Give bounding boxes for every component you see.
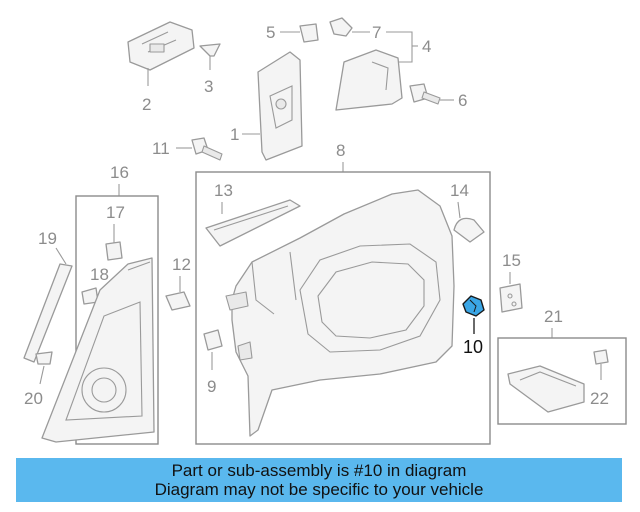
- callout-20: 20: [24, 389, 43, 408]
- part-7-clip[interactable]: [329, 17, 353, 37]
- part-8-quarter-trim-panel[interactable]: [225, 189, 455, 437]
- part-4-trim-panel[interactable]: [335, 49, 403, 111]
- part-2-bracket[interactable]: [127, 21, 195, 86]
- part-17-clip[interactable]: [105, 241, 123, 261]
- callout-21: 21: [544, 307, 563, 326]
- part-13-molding[interactable]: [205, 199, 301, 247]
- callout-22: 22: [590, 389, 609, 408]
- callout-1: 1: [230, 125, 239, 144]
- part-22-bulb[interactable]: [593, 349, 609, 380]
- part-19-strip[interactable]: [23, 263, 73, 363]
- banner-line-2: Diagram may not be specific to your vehi…: [154, 480, 484, 499]
- part-12-retainer[interactable]: [165, 291, 191, 311]
- part-5-clip[interactable]: [299, 23, 319, 43]
- part-6-bolt[interactable]: [409, 83, 441, 105]
- banner-line-1: Part or sub-assembly is #10 in diagram: [171, 461, 467, 480]
- callout-17: 17: [106, 203, 125, 222]
- callout-16: 16: [110, 163, 129, 182]
- part-14-cap[interactable]: [453, 217, 485, 243]
- callout-6: 6: [458, 91, 467, 110]
- callout-4: 4: [422, 37, 431, 56]
- info-banner: Part or sub-assembly is #10 in diagram D…: [16, 458, 622, 502]
- callout-14: 14: [450, 181, 469, 200]
- part-20-clip[interactable]: [35, 351, 53, 365]
- callout-12: 12: [172, 255, 191, 274]
- callout-13: 13: [214, 181, 233, 200]
- part-15-bracket[interactable]: [499, 283, 523, 313]
- callout-3: 3: [204, 77, 213, 96]
- callout-15: 15: [502, 251, 521, 270]
- part-21-lamp[interactable]: [507, 365, 585, 413]
- callout-5: 5: [266, 23, 275, 42]
- part-3-clip[interactable]: [199, 43, 221, 70]
- group-8-box: [195, 171, 491, 445]
- callout-8: 8: [336, 141, 345, 160]
- part-11-bolt[interactable]: [191, 137, 223, 161]
- callout-2: 2: [142, 95, 151, 114]
- part-9-clip[interactable]: [203, 329, 223, 351]
- group-21-box: [497, 337, 627, 425]
- callout-9: 9: [207, 377, 216, 396]
- part-10-clip-highlighted[interactable]: [462, 295, 485, 317]
- part-1-pillar-trim[interactable]: [257, 51, 303, 161]
- callout-18: 18: [90, 265, 109, 284]
- callout-7: 7: [372, 23, 381, 42]
- callout-11: 11: [152, 139, 170, 158]
- group-16-box: [75, 195, 159, 445]
- part-16-quarter-trim[interactable]: [41, 257, 155, 443]
- callout-19: 19: [38, 229, 57, 248]
- callout-10: 10: [463, 337, 483, 357]
